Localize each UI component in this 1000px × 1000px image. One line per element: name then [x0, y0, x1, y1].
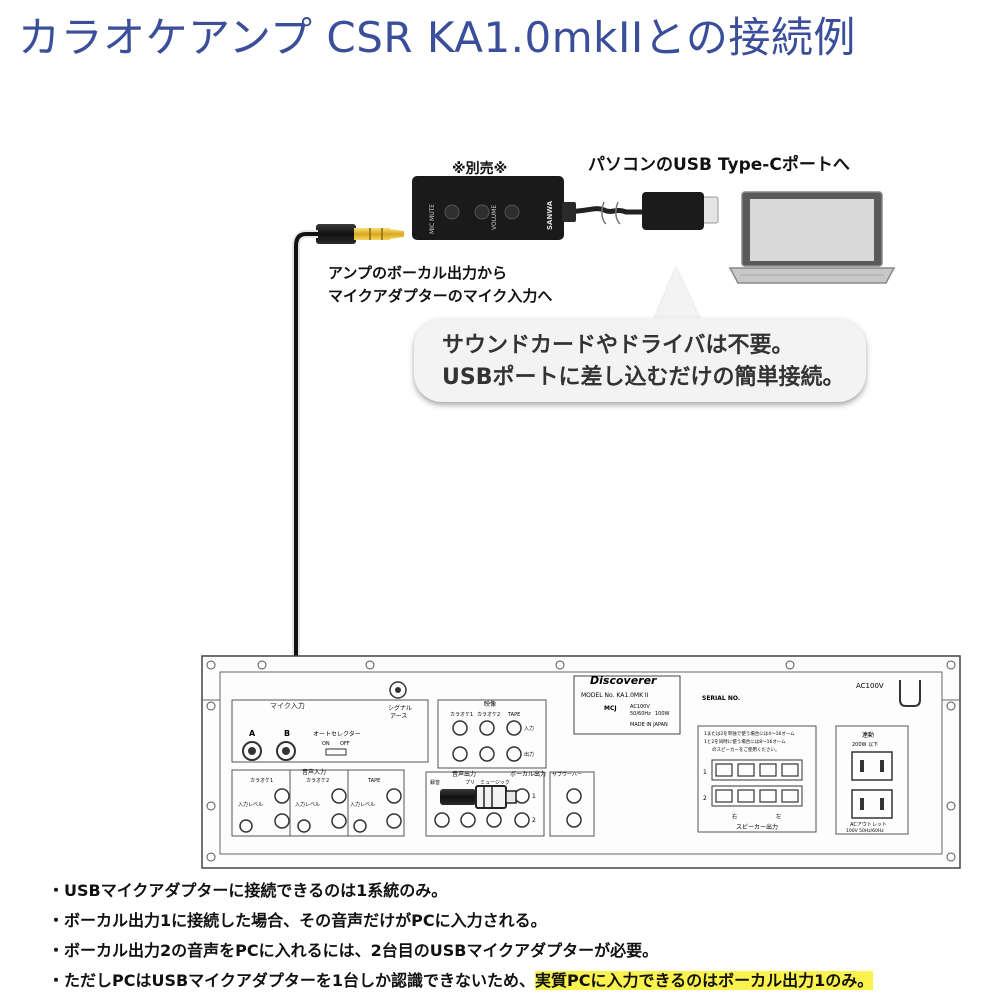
note-item-3: ・ボーカル出力2の音声をPCに入れるには、2台目のUSBマイクアダプターが必要。 — [48, 941, 659, 960]
video-karaoke1: カラオケ1 — [450, 711, 473, 718]
input-level-label-1: 入力レベル — [238, 801, 263, 808]
off-label: OFF — [340, 741, 350, 747]
cable-label: アンプのボーカル出力から マイクアダプターのマイク入力へ — [328, 262, 552, 308]
speaker-right: 右 — [732, 813, 737, 820]
pre-label: プリ — [465, 780, 475, 786]
speaker-note1: 1または2を単独で使う場合には4〜16オーム — [704, 730, 795, 737]
rec-label: 録音 — [430, 779, 440, 786]
note-4-text: ・ただしPCはUSBマイクアダプターを1台しか認識できないため、 — [48, 971, 535, 990]
subwoofer-label: サブウーハー — [552, 771, 582, 778]
note-4-highlight: 実質PCに入力できるのはボーカル出力1のみ。 — [535, 971, 874, 990]
amp-spec1: AC100V — [630, 704, 650, 710]
usb-c-plug-icon — [559, 192, 719, 230]
on-label: ON — [322, 741, 330, 747]
note-item-2: ・ボーカル出力1に接続した場合、その音声だけがPCに入力される。 — [48, 911, 547, 930]
amp-spec3: 100W — [655, 711, 670, 717]
video-karaoke2: カラオケ2 — [477, 711, 500, 718]
video-output-label: 出力 — [524, 751, 534, 758]
amp-brand: Discoverer — [590, 674, 657, 687]
callout-tail — [652, 268, 702, 324]
signal-ground-label2: アース — [390, 713, 407, 720]
mic-b-label: B — [284, 729, 290, 738]
rca-plug-icon — [440, 785, 517, 809]
signal-ground-label: シグナル — [388, 704, 412, 712]
usb-mic-adapter-icon: MIC MUTE VOLUME SANWA — [412, 176, 576, 240]
callout-text: サウンドカードやドライバは不要。 USBポートに差し込むだけの簡単接続。 — [442, 330, 844, 394]
callout-line2: USBポートに差し込むだけの簡単接続。 — [442, 365, 845, 390]
mic-input-label: マイク入力 — [270, 701, 305, 710]
video-label: 映像 — [484, 700, 496, 708]
audio-input-label: 音声入力 — [302, 768, 326, 776]
callout-bubble — [414, 318, 866, 402]
speaker-ch1: 1 — [703, 769, 707, 776]
note-item-4: ・ただしPCはUSBマイクアダプターを1台しか認識できないため、実質PCに入力で… — [48, 966, 874, 996]
input-level-label-3: 入力レベル — [350, 801, 375, 808]
notes-list: ・USBマイクアダプターに接続できるのは1系統のみ。 ・ボーカル出力1に接続した… — [48, 876, 874, 996]
amp-model: MODEL No. KA1.0MK II — [581, 692, 649, 699]
video-tape: TAPE — [507, 712, 520, 718]
amplifier-rear-panel: マイク入力 A B オートセレクター ON OFF シグナル アース 音声入力 … — [201, 655, 961, 869]
karaoke2-label: カラオケ2 — [306, 777, 329, 784]
ac-outlet-label: ACアウトレット — [850, 821, 887, 828]
ac100v-label: AC100V — [856, 682, 884, 690]
note-item-1: ・USBマイクアダプターに接続できるのは1系統のみ。 — [48, 881, 448, 900]
auto-selector-label: オートセレクター — [313, 730, 361, 738]
cable-label-line2: マイクアダプターのマイク入力へ — [328, 287, 553, 305]
speaker-left: 左 — [776, 813, 781, 820]
speaker-output-label: スピーカー出力 — [736, 823, 778, 831]
linked-w-label: 200W 以下 — [852, 742, 878, 748]
ac-outlet-spec: 100V 50Hz/60Hz — [846, 828, 884, 834]
video-input-label: 入力 — [524, 725, 534, 732]
serial-label: SERIAL NO. — [702, 695, 740, 702]
tape-label: TAPE — [367, 778, 380, 784]
vocal-ch1: 1 — [532, 793, 536, 800]
volume-label: VOLUME — [491, 205, 498, 230]
audio-plug-icon — [316, 224, 404, 244]
mcj-label: MCJ — [604, 705, 617, 712]
speaker-ch2: 2 — [703, 795, 707, 802]
page-title: カラオケアンプ CSR KA1.0mkIIとの接続例 — [18, 13, 856, 62]
made-in-label: MADE IN JAPAN — [630, 722, 668, 728]
input-level-label-2: 入力レベル — [295, 801, 320, 808]
audio-output-label: 音声出力 — [452, 770, 476, 778]
speaker-note3: のスピーカーをご使用ください。 — [712, 746, 780, 753]
vocal-output-label: ボーカル出力 — [510, 770, 546, 778]
callout-line1: サウンドカードやドライバは不要。 — [442, 333, 794, 358]
separate-sale-label: ※別売※ — [452, 161, 508, 177]
speaker-note2: 1と2を同時に使う場合には8〜16オーム — [704, 738, 786, 745]
pc-port-label: パソコンのUSB Type-Cポートへ — [588, 155, 850, 175]
laptop-icon — [728, 191, 896, 284]
music-label: ミュージック — [480, 780, 510, 786]
linked-label: 連動 — [862, 731, 874, 739]
karaoke1-label: カラオケ1 — [250, 777, 273, 784]
mic-a-label: A — [249, 729, 256, 738]
cable-label-line1: アンプのボーカル出力から — [328, 264, 507, 282]
vocal-ch2: 2 — [532, 817, 536, 824]
adapter-brand: SANWA — [546, 200, 554, 230]
amp-spec2: 50/60Hz — [630, 711, 651, 717]
mic-mute-label: MIC MUTE — [429, 204, 436, 234]
